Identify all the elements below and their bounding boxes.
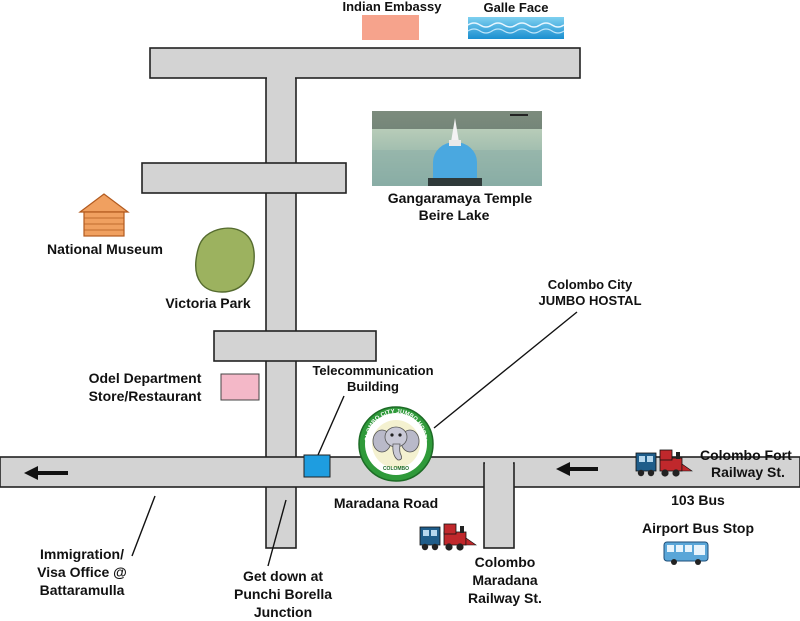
park-shape <box>195 227 255 293</box>
gangaramaya-label-2: Beire Lake <box>419 207 490 223</box>
victoria-park-label: Victoria Park <box>165 295 251 311</box>
house-icon <box>78 193 130 237</box>
train-icon <box>419 523 477 551</box>
get-down-label-1: Get down at <box>243 568 323 584</box>
maradana-station-label-1: Colombo <box>475 554 536 570</box>
colombo-city-label-2: JUMBO HOSTAL <box>538 293 641 308</box>
bus-103-label: 103 Bus <box>671 492 725 508</box>
upper-cross-road <box>141 162 347 194</box>
immigration-label-3: Battaramulla <box>40 582 125 598</box>
galle-face-label: Galle Face <box>483 0 548 15</box>
odel-marker <box>220 373 260 401</box>
maradana-station-label-3: Railway St. <box>468 590 542 606</box>
train-icon <box>635 449 693 477</box>
immigration-label-1: Immigration/ <box>40 546 124 562</box>
stupa-photo <box>372 111 542 186</box>
svg-text:COLOMBO: COLOMBO <box>383 466 409 472</box>
indian-embassy-label: Indian Embassy <box>343 0 443 14</box>
get-down-pointer-line <box>267 499 287 567</box>
gangaramaya-label-1: Gangaramaya Temple <box>388 190 533 206</box>
get-down-label-2: Punchi Borella <box>234 586 332 602</box>
colombo-city-label-1: Colombo City <box>548 277 633 292</box>
get-down-label-3: Junction <box>254 604 312 620</box>
maradana-road-label: Maradana Road <box>334 495 438 511</box>
odel-label-1: Odel Department <box>89 370 202 386</box>
airport-bus-stop-label: Airport Bus Stop <box>642 520 754 536</box>
colombo-fort-label-2: Railway St. <box>711 464 785 480</box>
maradana-station-label-2: Maradana <box>472 572 538 588</box>
colombo-fort-label-1: Colombo Fort <box>700 447 792 463</box>
galle-face-photo <box>467 17 565 39</box>
national-museum-label: National Museum <box>47 241 163 257</box>
arrow-left-icon <box>556 462 598 476</box>
telecom-label-2: Building <box>347 379 399 394</box>
odel-label-2: Store/Restaurant <box>89 388 202 404</box>
immigration-pointer-line <box>131 495 156 557</box>
hostel-pointer-line <box>433 311 578 429</box>
top-road <box>149 47 581 79</box>
arrow-left-icon <box>24 466 68 480</box>
telecom-pointer-line <box>317 395 345 456</box>
bus-icon <box>663 541 709 565</box>
building-square <box>303 454 331 478</box>
immigration-label-2: Visa Office @ <box>37 564 127 580</box>
indian-embassy-marker <box>362 15 419 40</box>
telecom-label-1: Telecommunication <box>312 363 433 378</box>
road-network <box>0 47 800 549</box>
